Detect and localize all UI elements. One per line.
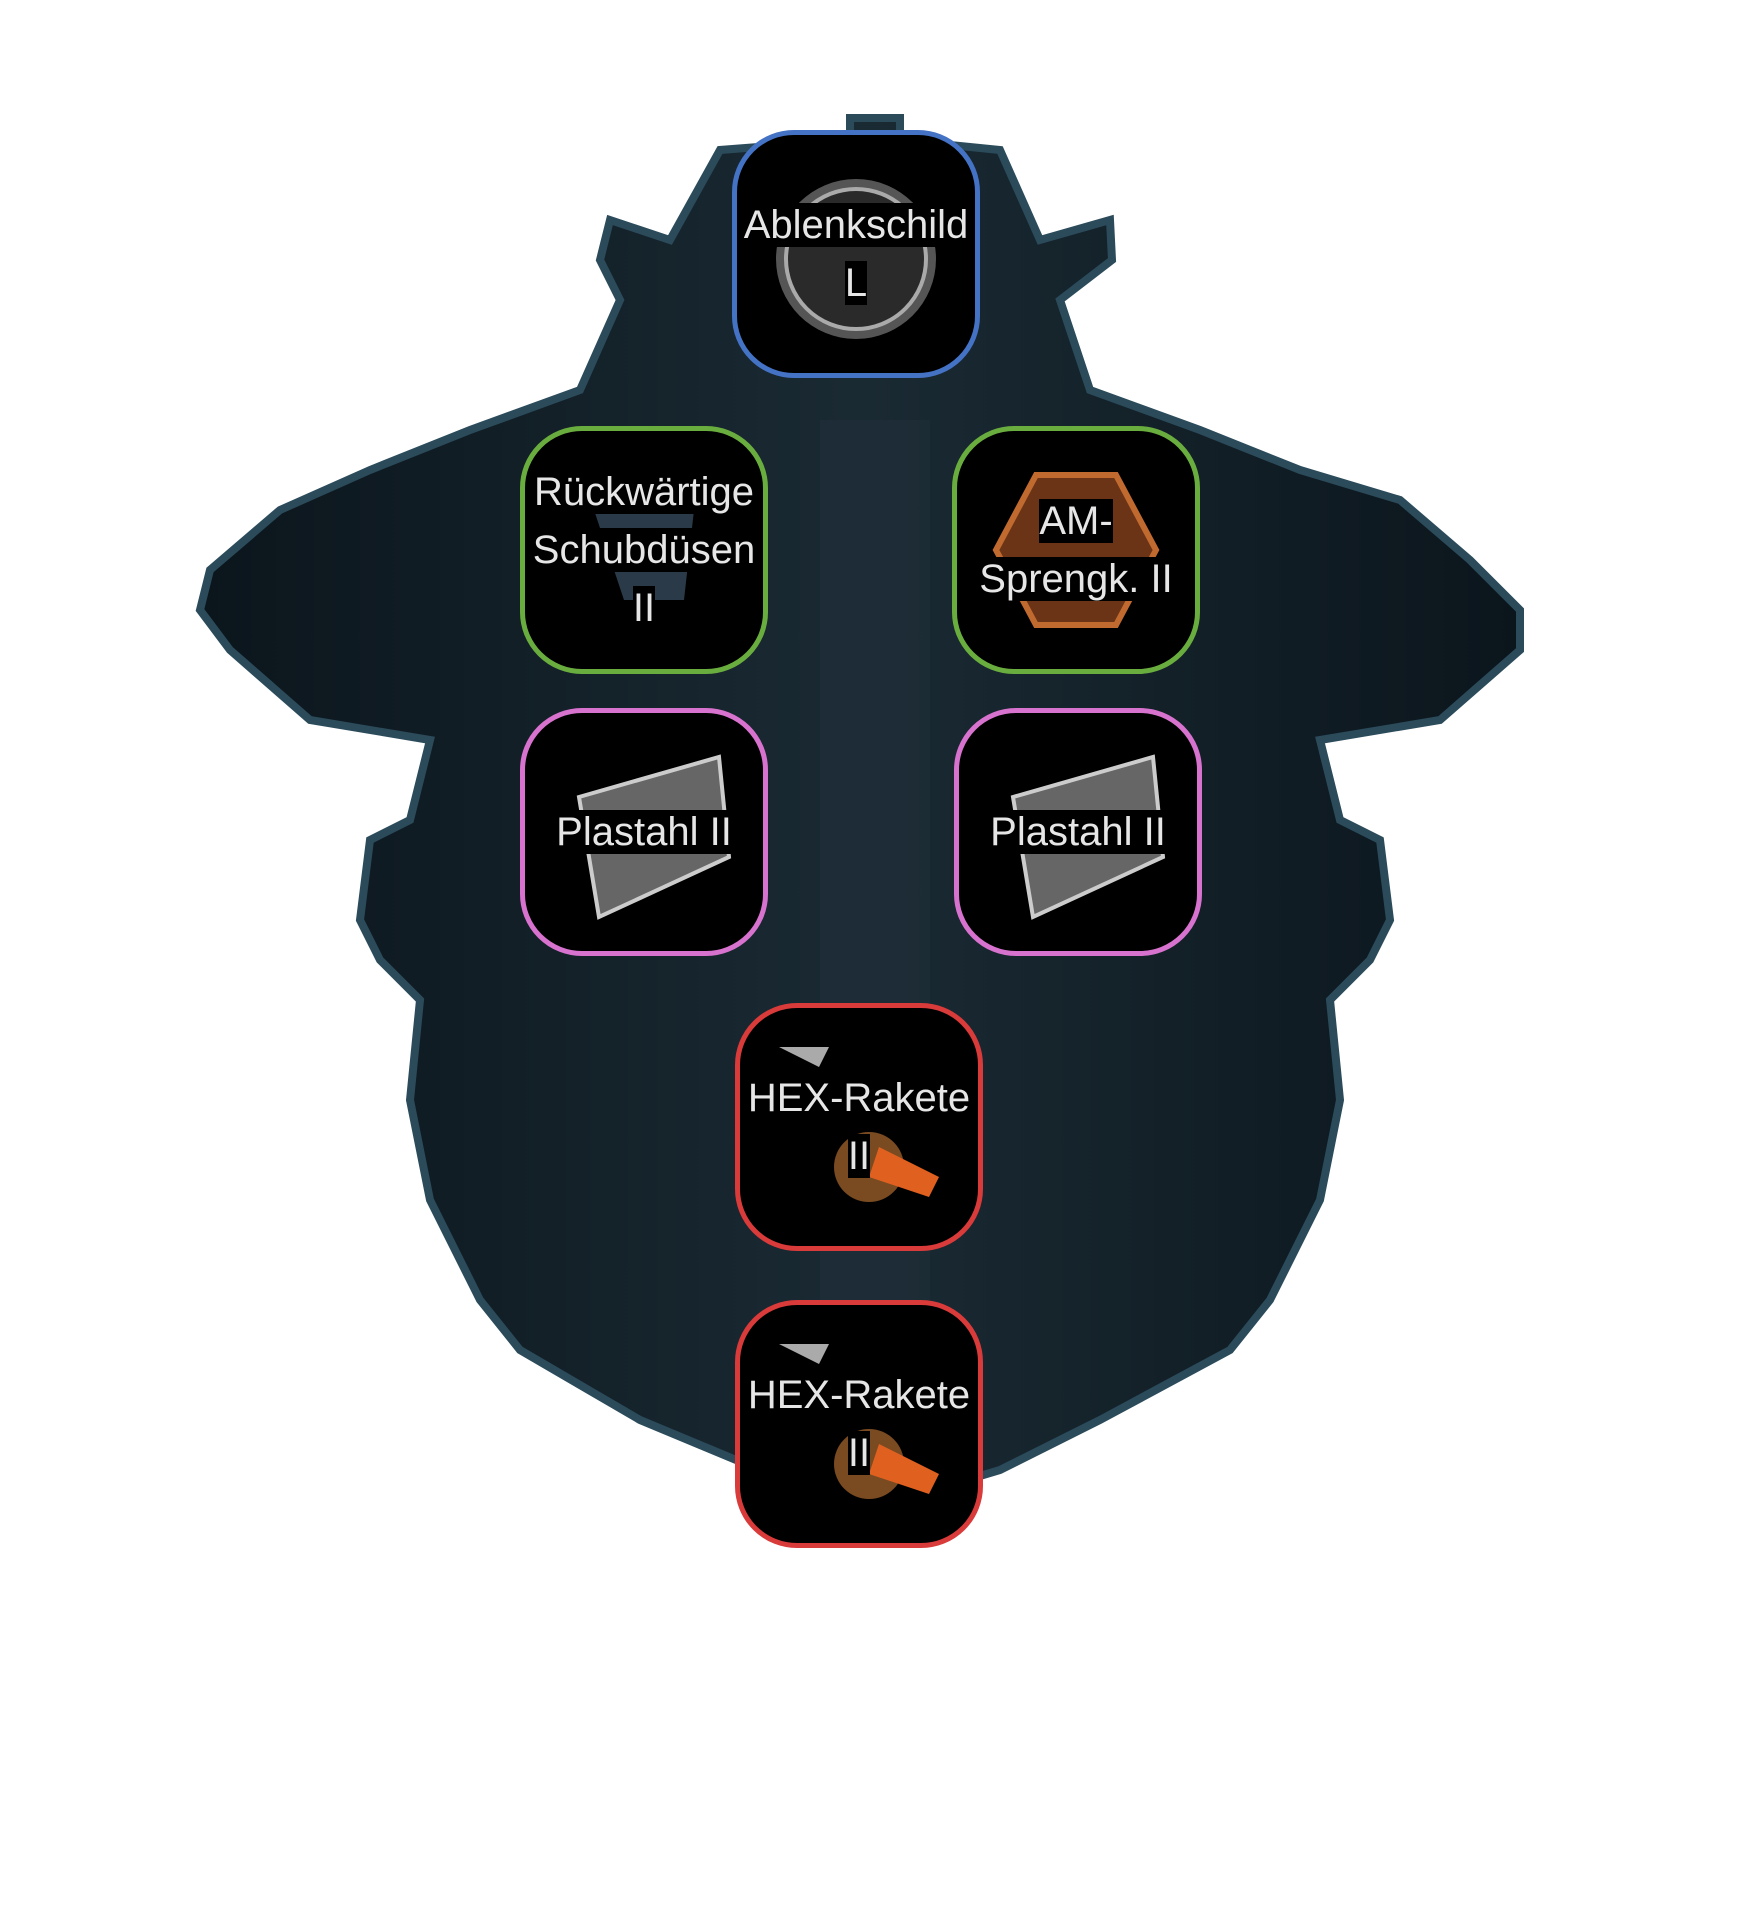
slot-label-line: Sprengk. II [979,557,1173,601]
slot-label-line: HEX-Rakete [747,1373,971,1417]
slot-armor-plastahl-right[interactable]: Plastahl II [954,708,1202,956]
slot-label-line: Plastahl II [990,810,1166,854]
slot-label-line: HEX-Rakete [747,1076,971,1120]
slot-label-line: Schubdüsen [532,528,756,572]
slot-engine-am-charge[interactable]: AM- Sprengk. II [952,426,1200,674]
slot-label-line: Ablenkschild [743,203,969,247]
slot-armor-plastahl-left[interactable]: Plastahl II [520,708,768,956]
slot-label-line: II [632,586,656,630]
slot-label-line: Rückwärtige [533,470,755,514]
slot-label-line: II [847,1134,871,1178]
slot-label-line: L [844,261,868,305]
slot-label-line: AM- [1039,499,1113,543]
slot-label-line: II [847,1431,871,1475]
slot-label-line: Plastahl II [556,810,732,854]
